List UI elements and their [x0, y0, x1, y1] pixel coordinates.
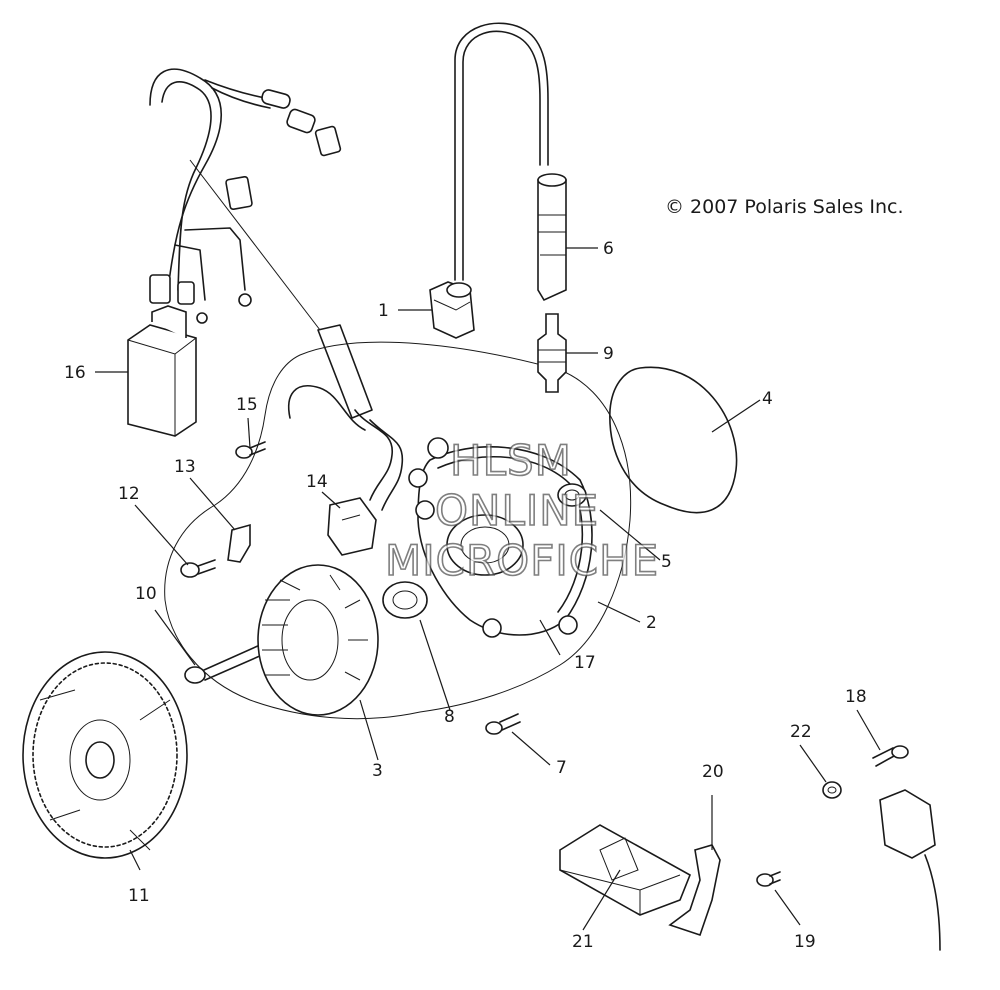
flywheel	[22, 651, 188, 859]
wiring-harness	[149, 68, 404, 511]
callout-19: 19	[794, 932, 816, 952]
watermark: HLSM ONLINE MICROFICHE	[384, 435, 659, 586]
bracket	[227, 523, 251, 563]
callout-12: 12	[118, 484, 140, 504]
watermark-line-3: MICROFICHE	[385, 536, 659, 585]
callout-3: 3	[372, 761, 383, 781]
module	[559, 824, 692, 916]
stator	[257, 564, 379, 716]
callout-15: 15	[236, 395, 258, 415]
screw-15	[235, 441, 266, 459]
small-seal	[557, 483, 587, 507]
spark-plug-cap	[537, 173, 567, 302]
callout-6: 6	[603, 239, 614, 259]
callout-20: 20	[702, 762, 724, 782]
cover-gasket	[609, 366, 738, 514]
cdi-box	[127, 305, 197, 437]
nut-22	[822, 781, 842, 799]
screw-19	[756, 871, 781, 887]
stator-bolt	[184, 644, 263, 684]
callout-2: 2	[646, 613, 657, 633]
pickup-sensor	[327, 497, 377, 556]
callout-8: 8	[444, 707, 455, 727]
assembly-outline	[164, 341, 632, 720]
callout-11: 11	[128, 886, 150, 906]
watermark-line-2: ONLINE	[435, 486, 599, 535]
bolt-7	[485, 713, 521, 735]
spark-plug	[537, 313, 567, 393]
screw-12	[180, 559, 216, 578]
module-bracket	[668, 844, 721, 937]
callout-7: 7	[556, 758, 567, 778]
callout-10: 10	[135, 584, 157, 604]
callout-labels: 1 2 3 4 5 6 7 8 9 10 11 12 13 14 15 16 1…	[64, 239, 867, 952]
callout-21: 21	[572, 932, 594, 952]
callout-22: 22	[790, 722, 812, 742]
callout-14: 14	[306, 472, 328, 492]
oil-seal	[382, 581, 428, 619]
callout-5: 5	[661, 552, 672, 572]
callout-1: 1	[378, 301, 389, 321]
bolt-18	[872, 745, 909, 767]
callout-18: 18	[845, 687, 867, 707]
leader-lines	[95, 247, 881, 931]
callout-9: 9	[603, 344, 614, 364]
callout-4: 4	[762, 389, 773, 409]
callout-16: 16	[64, 363, 86, 383]
callout-17: 17	[574, 653, 596, 673]
connector	[879, 789, 941, 951]
watermark-line-1: HLSM	[450, 436, 572, 485]
copyright-notice: © 2007 Polaris Sales Inc.	[665, 196, 904, 218]
ignition-coil	[429, 22, 549, 339]
callout-13: 13	[174, 457, 196, 477]
